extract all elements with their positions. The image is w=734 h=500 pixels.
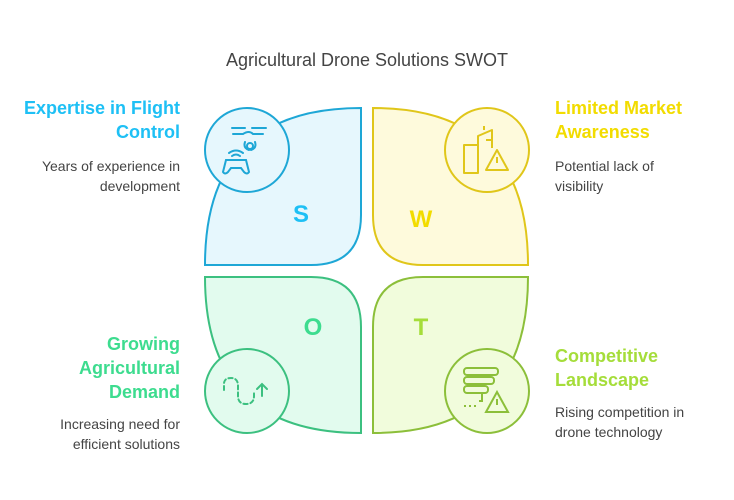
threat-heading: Competitive Landscape xyxy=(555,346,659,390)
strength-quadrant: S xyxy=(203,106,362,266)
building-warning-icon xyxy=(463,126,509,174)
letter-s: S xyxy=(293,201,309,228)
letter-o: O xyxy=(304,314,323,341)
server-warning-icon xyxy=(463,367,510,413)
opportunity-description: Increasing need for efficient solutions xyxy=(60,416,180,452)
diagram-title: Agricultural Drone Solutions SWOT xyxy=(225,50,509,70)
weakness-heading: Limited Market Awareness xyxy=(555,98,683,142)
weakness-quadrant: W xyxy=(372,106,530,266)
opportunity-quadrant: O xyxy=(203,276,362,435)
opportunity-heading: Growing Agricultural Demand xyxy=(78,334,180,402)
threat-description: Rising competition in drone technology xyxy=(555,404,685,440)
drone-controller-icon xyxy=(221,127,267,175)
weakness-description: Potential lack of visibility xyxy=(555,158,654,194)
letter-t: T xyxy=(414,314,429,341)
threat-quadrant: T xyxy=(372,276,530,435)
growth-path-icon xyxy=(223,376,268,406)
letter-w: W xyxy=(410,206,433,233)
strength-heading: Expertise in Flight Control xyxy=(23,98,180,142)
strength-description: Years of experience in development xyxy=(41,158,180,194)
